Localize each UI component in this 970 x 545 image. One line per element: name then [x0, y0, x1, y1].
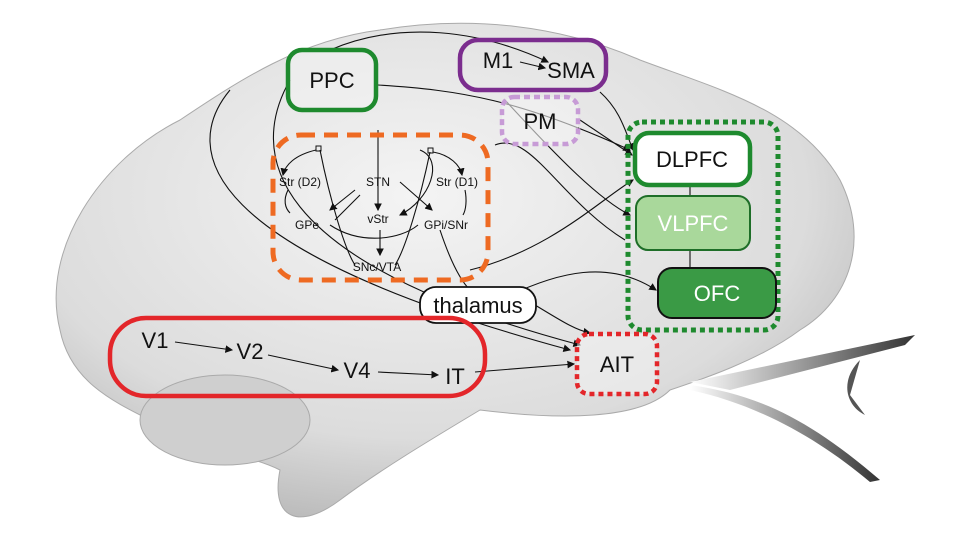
- label-str-d2: Str (D2): [279, 175, 321, 189]
- label-ppc: PPC: [309, 68, 354, 93]
- cerebellum: [139, 374, 311, 466]
- label-ait: AIT: [600, 352, 634, 377]
- label-m1: M1: [483, 48, 514, 73]
- label-thalamus: thalamus: [433, 293, 522, 318]
- label-dlpfc: DLPFC: [656, 147, 728, 172]
- label-v4: V4: [344, 358, 371, 383]
- label-pm: PM: [524, 109, 557, 134]
- label-gpi-snr: GPi/SNr: [424, 218, 468, 232]
- label-snc-vta: SNc/VTA: [353, 260, 401, 274]
- ait-box: [574, 331, 660, 397]
- basal-ganglia-box: [270, 132, 491, 283]
- ofc-box: [657, 267, 777, 319]
- label-vlpfc: VLPFC: [658, 211, 729, 236]
- basal-ganglia-arrows: [280, 145, 467, 266]
- thalamus-box: [419, 286, 537, 324]
- label-vstr: vStr: [367, 212, 388, 226]
- label-ofc: OFC: [694, 281, 741, 306]
- dlpfc-box: [632, 130, 753, 188]
- label-stn: STN: [366, 175, 390, 189]
- eye-icon: [690, 335, 915, 482]
- pm-box: [499, 94, 581, 147]
- ppc-box: [285, 47, 379, 113]
- pfc-box: [625, 119, 781, 333]
- label-str-d1: Str (D1): [436, 175, 478, 189]
- label-sma: SMA: [547, 58, 595, 83]
- vlpfc-box: [635, 195, 751, 251]
- ventral-stream-box: [107, 315, 488, 399]
- label-v1: V1: [142, 328, 169, 353]
- label-gpe: GPe: [295, 218, 319, 232]
- label-v2: V2: [237, 339, 264, 364]
- label-it: IT: [445, 364, 465, 389]
- motor-box: [457, 37, 609, 93]
